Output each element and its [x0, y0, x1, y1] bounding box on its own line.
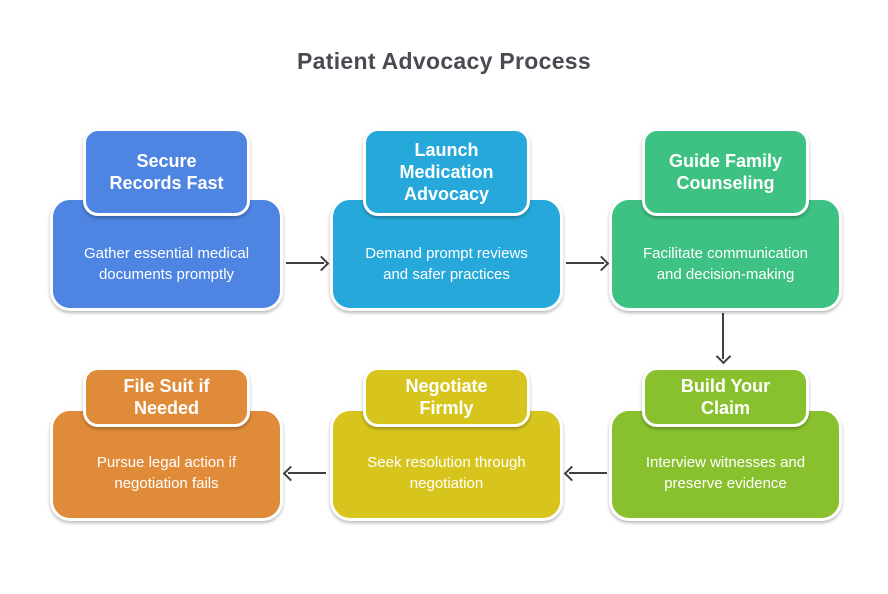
step-body: Demand prompt reviews and safer practice… [330, 197, 563, 311]
step-description: Seek resolution through negotiation [367, 454, 526, 492]
arrow-shaft [288, 472, 326, 474]
arrow-shaft [569, 472, 607, 474]
arrow-left-icon [282, 465, 299, 482]
step-header: Guide Family Counseling [642, 128, 809, 216]
arrow-shaft [722, 313, 724, 359]
step-description: Demand prompt reviews and safer practice… [365, 245, 528, 283]
step-title: File Suit if Needed [123, 376, 210, 418]
connector-step1-step2 [286, 255, 330, 272]
step-body: Interview witnesses and preserve evidenc… [609, 408, 842, 521]
arrow-shaft [566, 262, 604, 264]
step-body: Facilitate communication and decision-ma… [609, 197, 842, 311]
step-title: Build Your Claim [680, 376, 771, 418]
arrow-right-icon [313, 255, 330, 272]
step-header: Secure Records Fast [83, 128, 250, 216]
arrow-shaft [286, 262, 324, 264]
connector-step2-step3 [566, 255, 610, 272]
step-title: Negotiate Firmly [405, 376, 488, 418]
step-header: Negotiate Firmly [363, 367, 530, 427]
step-body: Pursue legal action if negotiation fails [50, 408, 283, 521]
step-description: Pursue legal action if negotiation fails [96, 454, 237, 492]
connector-step4-step5 [563, 465, 607, 482]
connector-step3-step4 [715, 313, 732, 365]
step-description: Gather essential medical documents promp… [83, 245, 250, 283]
step-title: Secure Records Fast [109, 151, 224, 193]
arrow-left-icon [563, 465, 580, 482]
step-description: Facilitate communication and decision-ma… [642, 245, 809, 283]
step-title: Launch Medication Advocacy [399, 140, 494, 204]
step-header: Build Your Claim [642, 367, 809, 427]
step-header: File Suit if Needed [83, 367, 250, 427]
step-description: Interview witnesses and preserve evidenc… [645, 454, 806, 492]
connector-step5-step6 [282, 465, 326, 482]
step-title: Guide Family Counseling [668, 151, 783, 193]
diagram-title: Patient Advocacy Process [297, 48, 591, 74]
arrow-down-icon [715, 348, 732, 365]
arrow-right-icon [593, 255, 610, 272]
step-body: Gather essential medical documents promp… [50, 197, 283, 311]
step-header: Launch Medication Advocacy [363, 128, 530, 216]
